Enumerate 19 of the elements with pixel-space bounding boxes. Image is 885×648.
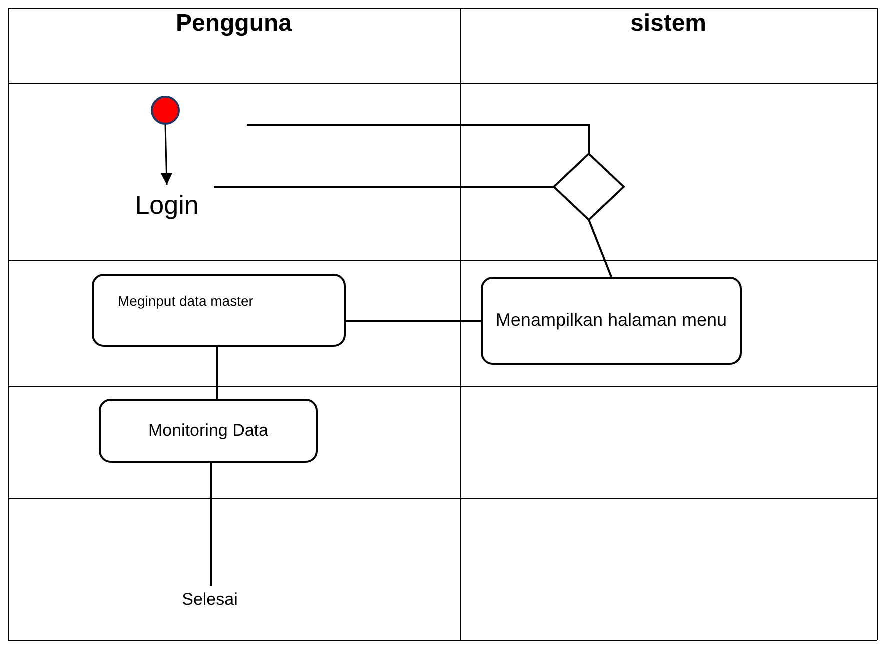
column-header: sistem bbox=[629, 10, 708, 38]
activity-text: Meginput data master bbox=[117, 292, 254, 310]
connector-line bbox=[216, 347, 218, 399]
activity-box bbox=[481, 277, 742, 365]
connector-line bbox=[588, 220, 612, 278]
connector-line bbox=[210, 463, 212, 586]
activity-box bbox=[99, 399, 318, 463]
connector-line bbox=[346, 320, 481, 322]
activity-text: Monitoring Data bbox=[148, 420, 268, 442]
start-node bbox=[151, 96, 180, 125]
arrow bbox=[160, 124, 173, 186]
activity-text: Menampilkan halaman menu bbox=[496, 309, 728, 332]
activity-label: Login bbox=[135, 189, 199, 222]
activity-box bbox=[92, 274, 346, 347]
decision-diamond bbox=[552, 152, 626, 222]
column-header: Pengguna bbox=[174, 10, 294, 38]
connector-line bbox=[214, 186, 554, 188]
connector-line bbox=[247, 124, 590, 154]
activity-label: Selesai bbox=[182, 588, 238, 611]
